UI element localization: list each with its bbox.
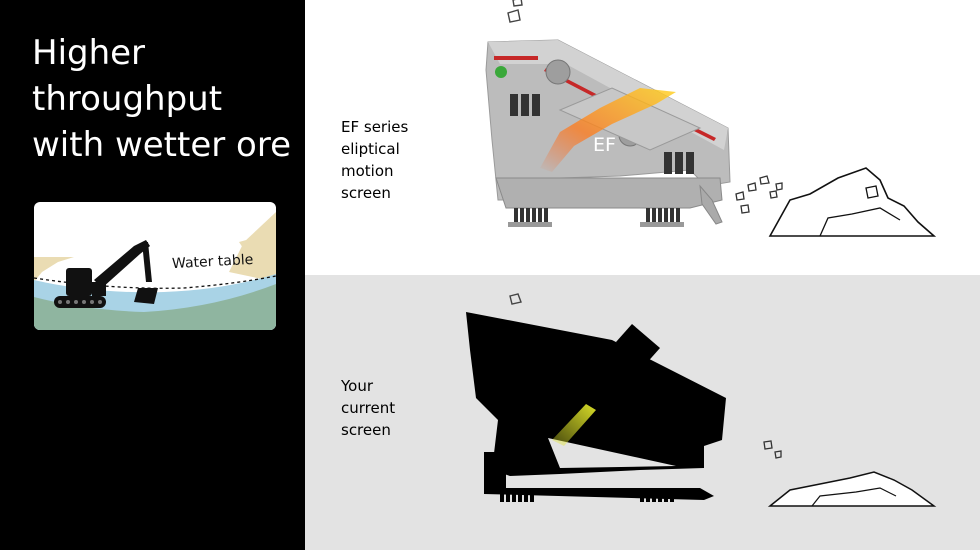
falling-rocks-icon	[507, 0, 523, 23]
current-screen-machine	[466, 293, 937, 507]
brand-badge-icon	[495, 66, 507, 78]
headline: Higher throughput with wetter ore	[32, 30, 302, 168]
headline-line-1: Higher	[32, 33, 146, 73]
water-table-illustration: Water table	[34, 202, 276, 330]
ef-series-label: EF series eliptical motion screen	[341, 118, 409, 202]
excavator-scene	[34, 202, 276, 330]
ef-machine-badge: EF	[593, 134, 616, 156]
current-screen-label: Your current screen	[341, 377, 396, 439]
excavator-icon	[54, 240, 158, 308]
headline-line-2: throughput	[32, 79, 223, 119]
left-panel: Higher throughput with wetter ore	[0, 0, 305, 550]
falling-rock-icon	[509, 293, 522, 305]
headline-line-3: with wetter ore	[32, 125, 291, 165]
ef-screen-machine	[485, 0, 937, 237]
